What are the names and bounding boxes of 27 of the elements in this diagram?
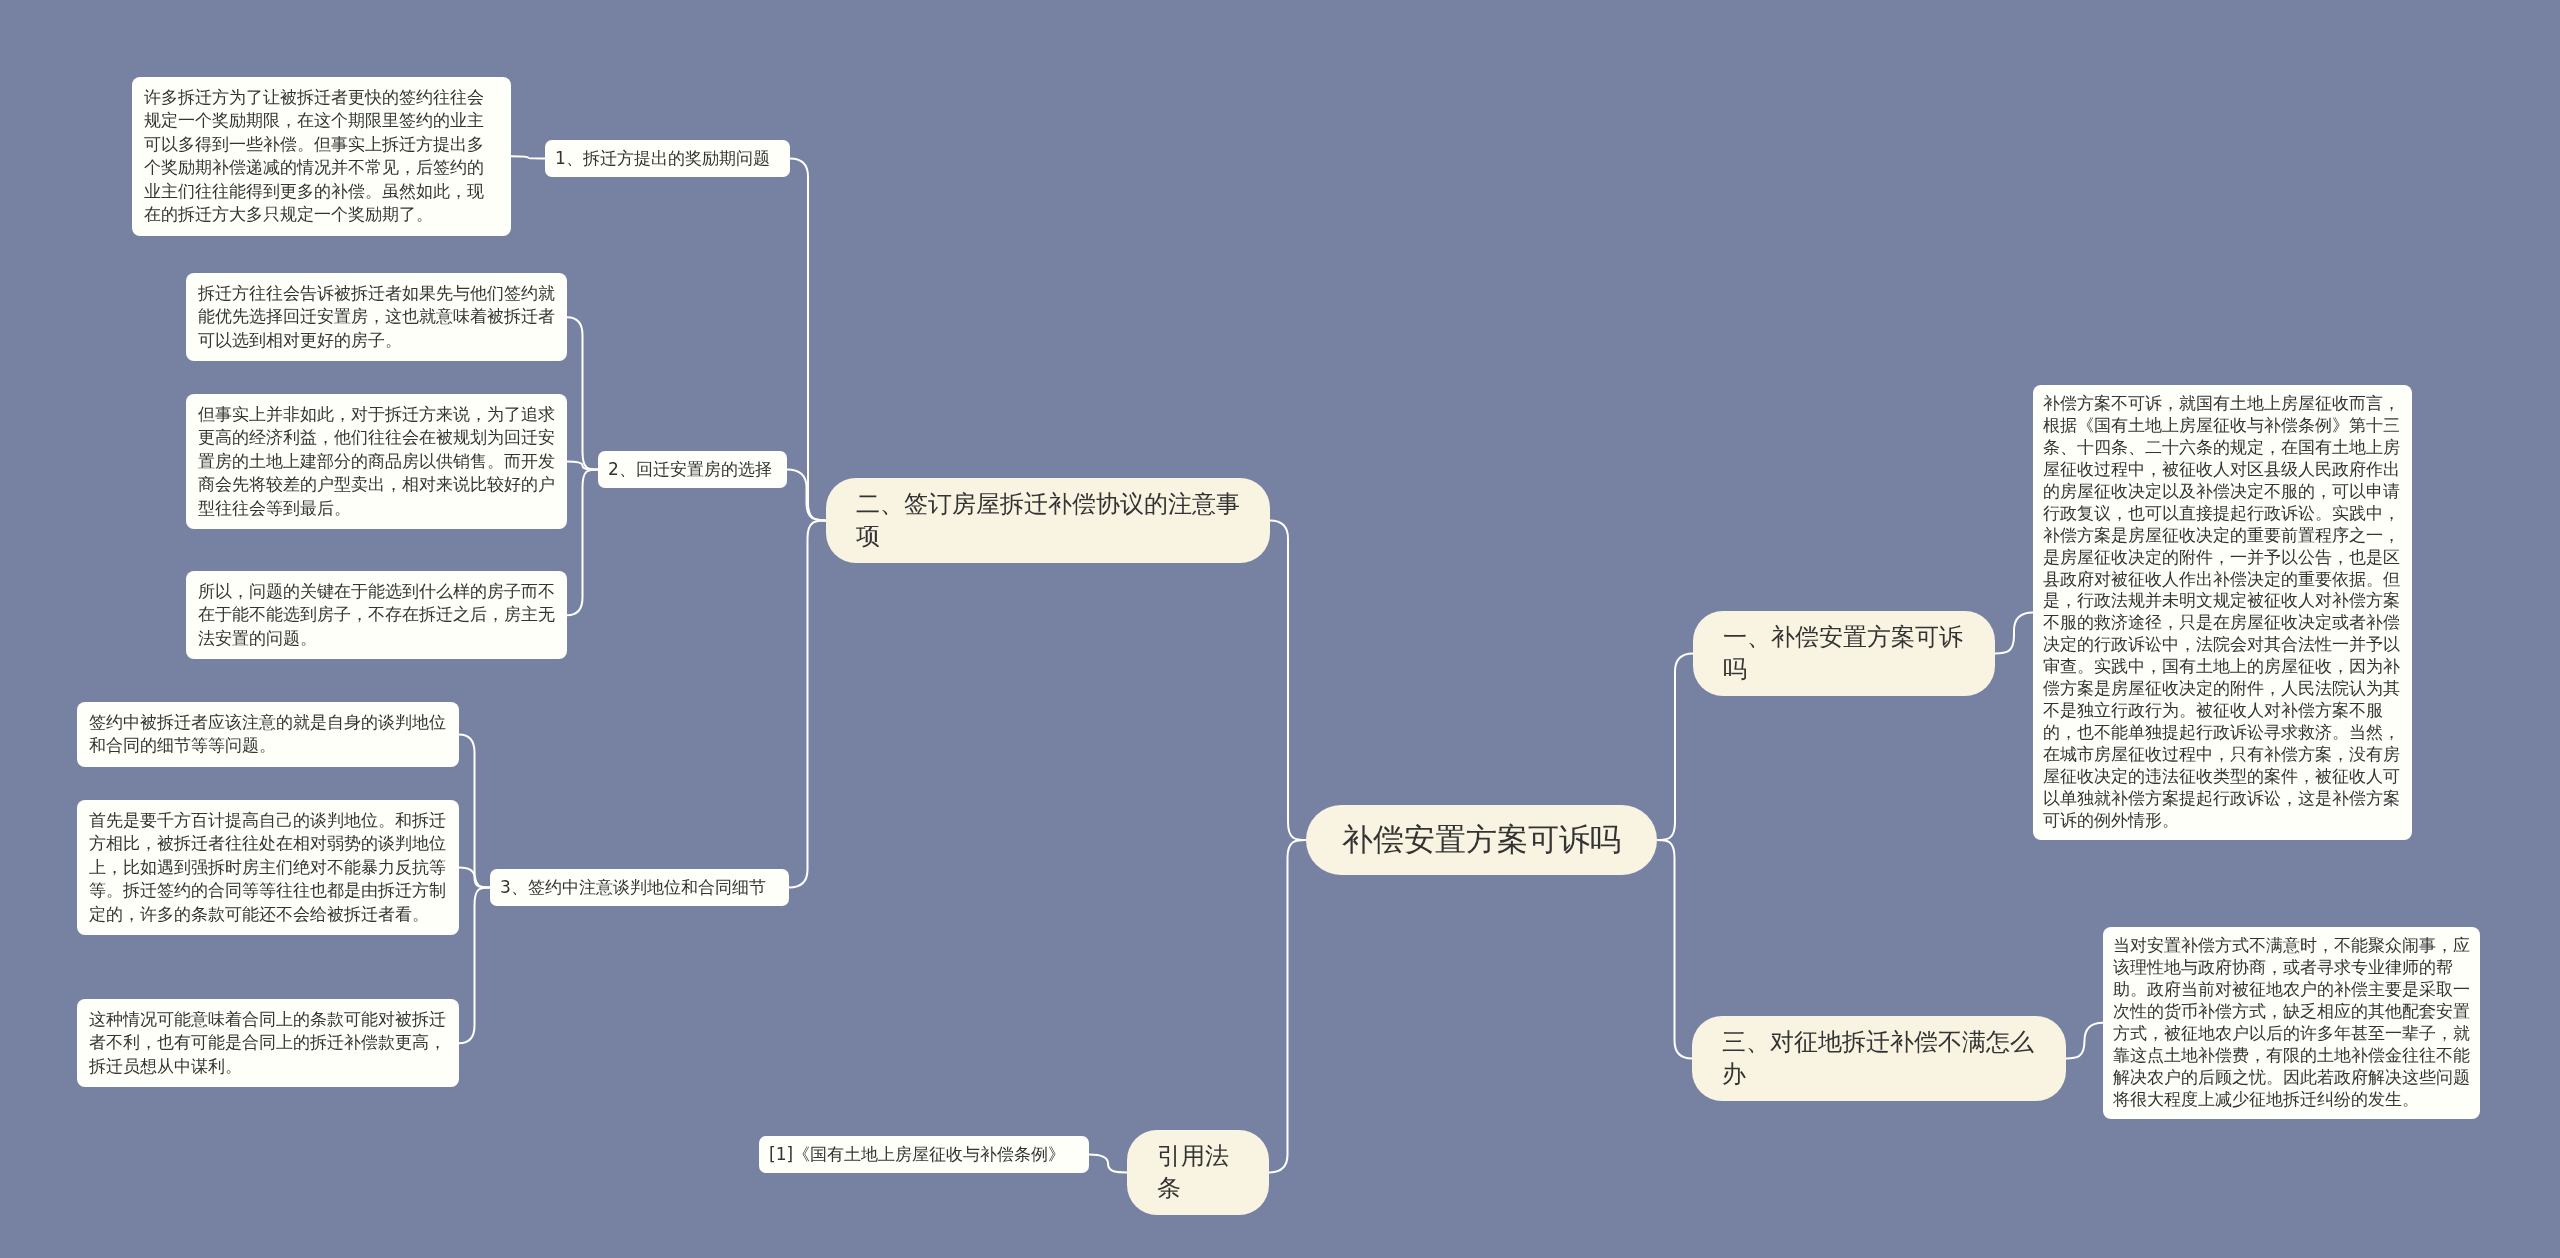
topic-box: 引用法条 [1127,1130,1269,1215]
topic-box: 二、签订房屋拆迁补偿协议的注意事项 [826,478,1270,563]
connector-line [1994,611,2034,655]
subtopic-box: 1、拆迁方提出的奖励期问题 [545,140,790,177]
connector-line [458,886,491,1045]
note-box: 补偿方案不可诉，就国有土地上房屋征收而言，根据《国有土地上房屋征收与补偿条例》第十三条、十四条、二十六条的规定，在国有土地上房屋征收过程中，被征收人对区县级人民政府作出的房屋征收决定以及补偿决定不服的，可以申请行政复议，也可以直接提起行政诉讼。实践中，补偿方案是房屋征收决定的重要前置程序之一，是房屋征收决定的附件，一并予以公告，也是区县政府对被征收人作出补偿决定的重要依据。但是，行政法规并未明文规定被征收人对补偿方案不服的救济途径，只是在房屋征收决定或者补偿决定的行政诉讼中，法院会对其合法性一并予以审查。实践中，国有土地上的房屋征收，因为补偿方案是房屋征收决定的附件，人民法院认为其不是独立行政行为。被征收人对补偿方案不服的，也不能单独提起行政诉讼寻求救济。当然，在城市房屋征收过程中，只有补偿方案，没有房屋征收决定的违法征收类型的案件，被征收人可以单独就补偿方案提起行政诉讼，这是补偿方案可诉的例外情形。 [2033,385,2412,840]
topic-box: 一、补偿安置方案可诉吗 [1693,611,1995,696]
note-box: 当对安置补偿方式不满意时，不能聚众闹事，应该理性地与政府协商，或者寻求专业律师的帮助。政府当前对被征地农户的补偿主要是采取一次性的货币补偿方式，缺乏相应的其他配套安置方式，被征地农户以后的许多年甚至一辈子，就靠这点土地补偿费，有限的土地补偿金往往不能解决农户的后顾之忧。因此若政府解决这些问题将很大程度上减少征地拆迁纠纷的发生。 [2103,927,2480,1119]
connector-line [1088,1153,1128,1174]
note-box: 但事实上并非如此，对于拆迁方来说，为了追求更高的经济利益，他们往往会在被规划为回迁安置房的土地上建部分的商品房以供销售。而开发商会先将较差的户型卖出，相对来说比较好的户型往往会等到最后。 [186,394,567,530]
subtopic-box: 2、回迁安置房的选择 [598,451,787,488]
connector-line [510,155,546,160]
connector-line [458,866,491,889]
note-box: 首先是要千方百计提高自己的谈判地位。和拆迁方相比，被拆迁者往往处在相对弱势的谈判地位上，比如遇到强拆时房主们绝对不能暴力反抗等等。拆迁签约的合同等等往往也都是由拆迁方制定的，许多的条款可能还不会给被拆迁者看。 [77,800,459,936]
note-box: 所以，问题的关键在于能选到什么样的房子而不在于能不能选到房子，不存在拆迁之后，房主无法安置的问题。 [186,571,567,660]
connector-line [566,468,599,617]
note-box: 这种情况可能意味着合同上的条款可能对被拆迁者不利，也有可能是合同上的拆迁补偿款更高，拆迁员想从中谋利。 [77,999,459,1088]
note-box: 拆迁方往往会告诉被拆迁者如果先与他们签约就能优先选择回迁安置房，这也就意味着被拆迁者可以选到相对更好的房子。 [186,273,567,362]
note-box: 签约中被拆迁者应该注意的就是自身的谈判地位和合同的细节等等问题。 [77,702,459,767]
subtopic-box: 3、签约中注意谈判地位和合同细节 [490,869,789,906]
note-box: 许多拆迁方为了让被拆迁者更快的签约往往会规定一个奖励期限，在这个期限里签约的业主可以多得到一些补偿。但事实上拆迁方提出多个奖励期补偿递减的情况并不常见，后签约的业主们往往能得到更多的补偿。虽然如此，现在的拆迁方大多只规定一个奖励期了。 [132,77,511,236]
reference-box: [1]《国有土地上房屋征收与补偿条例》 [759,1136,1089,1173]
connector-line [566,460,599,471]
connector-line [2065,1021,2104,1060]
topic-box: 三、对征地拆迁补偿不满怎么办 [1692,1016,2066,1101]
central-topic-box: 补偿安置方案可诉吗 [1306,805,1657,875]
connector-line [1656,839,1693,1060]
